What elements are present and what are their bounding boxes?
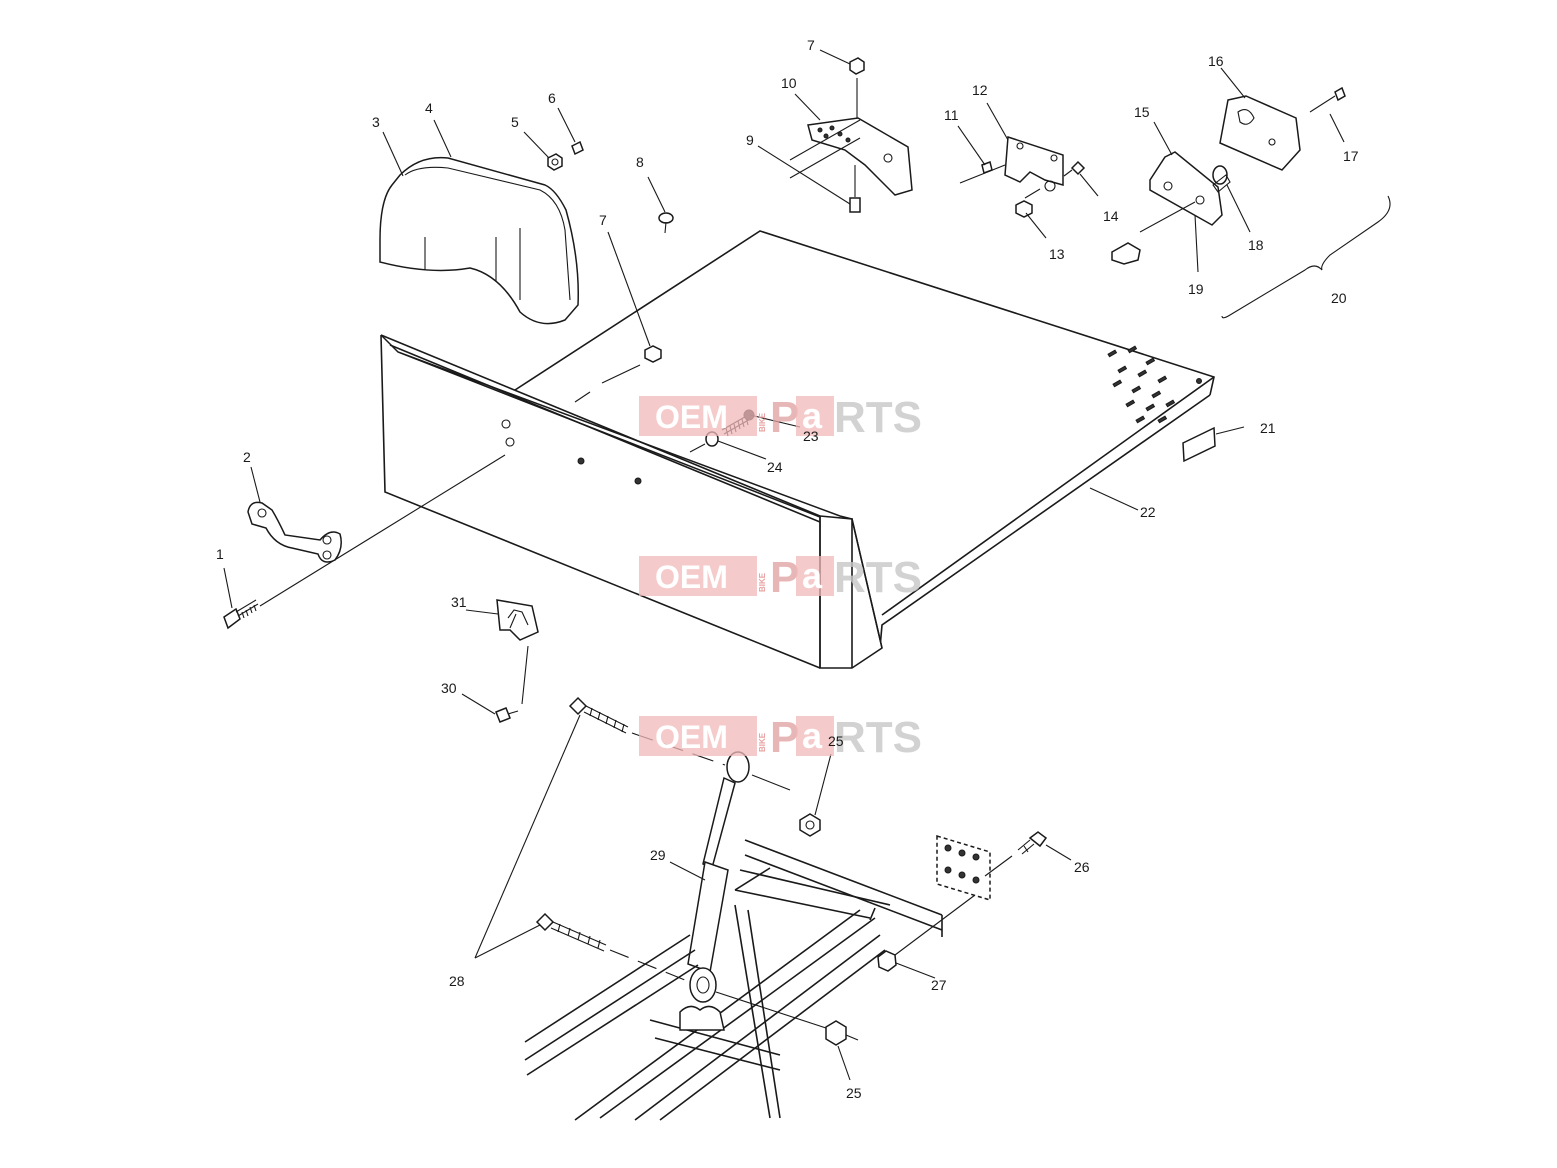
screw-8 [658, 212, 674, 234]
tie-down-bracket [247, 501, 342, 563]
callout-labels: 1 2 3 4 5 6 7 7 8 9 10 11 12 13 14 15 16… [216, 37, 1359, 1101]
cargo-box [380, 230, 1215, 669]
vehicle-frame [524, 839, 943, 1121]
watermark-rts-text: RTS [834, 393, 922, 442]
watermark-a-text: a [802, 555, 823, 596]
watermark-oem-text: OEM [655, 719, 728, 755]
nut-5 [547, 153, 563, 171]
callout-21: 21 [1260, 420, 1276, 436]
callout-13: 13 [1049, 246, 1065, 262]
callout-2: 2 [243, 449, 251, 465]
callout-28: 28 [449, 973, 465, 989]
watermark-2: OEM BIKE P a RTS [639, 553, 922, 602]
callout-20: 20 [1331, 290, 1347, 306]
callout-16: 16 [1208, 53, 1224, 69]
callout-22: 22 [1140, 504, 1156, 520]
frame-plate [877, 831, 1048, 972]
callout-12: 12 [972, 82, 988, 98]
callout-23: 23 [803, 428, 819, 444]
callout-7-lower: 7 [599, 212, 607, 228]
callout-6: 6 [548, 90, 556, 106]
watermark-p-text: P [770, 713, 799, 762]
callout-19: 19 [1188, 281, 1204, 297]
callout-31: 31 [451, 594, 467, 610]
leader-lines [223, 49, 1345, 1081]
callout-17: 17 [1343, 148, 1359, 164]
decal-21 [1182, 426, 1216, 463]
floor-hole-pattern [1107, 345, 1202, 424]
watermark-rts-text: RTS [834, 713, 922, 762]
callout-4: 4 [425, 100, 433, 116]
watermark-bike-text: BIKE [758, 572, 767, 592]
callout-5: 5 [511, 114, 519, 130]
callout-29: 29 [650, 847, 666, 863]
callout-7-upper: 7 [807, 37, 815, 53]
backrest [379, 156, 579, 325]
bolt-28-lower [535, 912, 827, 1029]
latch-31 [495, 599, 539, 723]
watermark-rts-text: RTS [834, 553, 922, 602]
watermark-a-text: a [802, 395, 823, 436]
nut-25-upper [799, 813, 821, 837]
watermark-a-text: a [802, 715, 823, 756]
nut-7-lower [574, 345, 662, 403]
callout-9: 9 [746, 132, 754, 148]
callout-25-lower: 25 [846, 1085, 862, 1101]
callout-26: 26 [1074, 859, 1090, 875]
callout-18: 18 [1248, 237, 1264, 253]
watermark-3: OEM BIKE P a RTS [639, 713, 922, 762]
callout-15: 15 [1134, 104, 1150, 120]
watermark-bike-text: BIKE [758, 732, 767, 752]
watermark-oem-text: OEM [655, 399, 728, 435]
callout-25-upper: 25 [828, 733, 844, 749]
hinge-bracket [789, 57, 913, 213]
callout-14: 14 [1103, 208, 1119, 224]
screw-6 [571, 140, 584, 156]
bolt-1 [223, 599, 259, 630]
callout-8: 8 [636, 154, 644, 170]
watermark-p-text: P [770, 553, 799, 602]
tail-light-assembly [1111, 86, 1346, 265]
shock-absorber [687, 751, 750, 1003]
bracket-brace-20 [1221, 195, 1391, 319]
callout-24: 24 [767, 459, 783, 475]
callout-11: 11 [944, 107, 959, 123]
callout-10: 10 [781, 75, 797, 91]
mount-plate [959, 135, 1086, 218]
callout-1: 1 [216, 546, 224, 562]
callout-27: 27 [931, 977, 947, 993]
nut-25-lower [825, 1020, 859, 1046]
watermark-oem-text: OEM [655, 559, 728, 595]
callout-30: 30 [441, 680, 457, 696]
watermark-1: OEM BIKE P a RTS [639, 393, 922, 442]
callout-3: 3 [372, 114, 380, 130]
watermark-bike-text: BIKE [758, 412, 767, 432]
watermark-p-text: P [770, 393, 799, 442]
